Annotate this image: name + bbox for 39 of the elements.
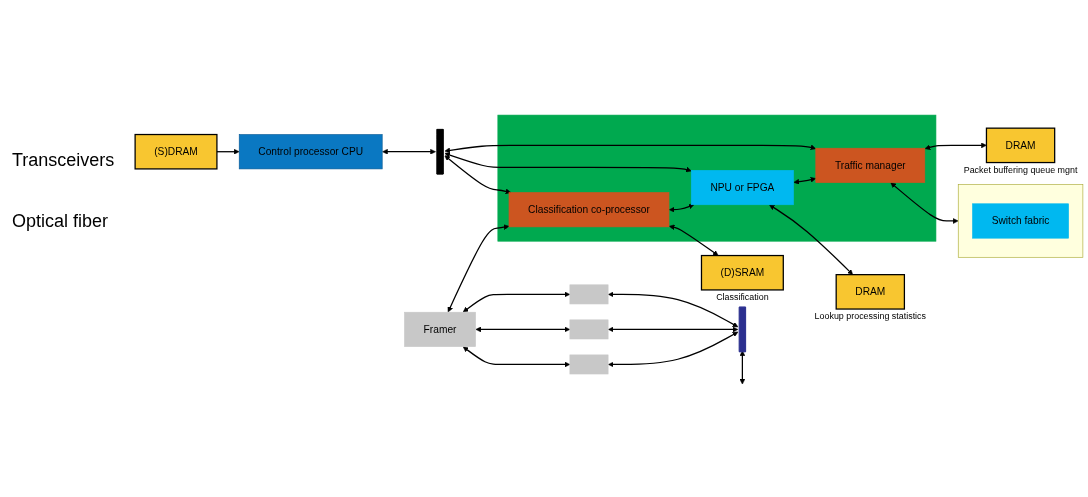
- memory-caption: Lookup processing statistics: [814, 311, 926, 322]
- arrow: [444, 152, 692, 173]
- node-box: Framer: [404, 312, 476, 348]
- arrow: [475, 326, 571, 333]
- node-box: Traffic manager: [815, 148, 926, 184]
- arrow: [669, 203, 695, 213]
- memory-caption: Classification: [716, 292, 769, 303]
- arrow: [382, 149, 436, 155]
- node-box: [569, 354, 609, 375]
- node-box: NPU or FPGA: [690, 170, 794, 206]
- node-box: Control processor CPU: [238, 134, 383, 170]
- arrow: [444, 155, 512, 195]
- arrow: [793, 177, 817, 185]
- arrow: [216, 149, 240, 155]
- node-box: Switch fabric: [972, 203, 1069, 239]
- arrow: [608, 326, 739, 333]
- arrow: [462, 346, 571, 368]
- node-box: (S)DRAM: [134, 134, 218, 170]
- arrow: [739, 350, 746, 385]
- side-label: Optical fiber: [12, 211, 110, 232]
- cluster: [957, 184, 1084, 258]
- node-box: [569, 284, 609, 305]
- arrow: [608, 331, 739, 368]
- node-box: Classification co-processor: [508, 192, 670, 228]
- arrow: [769, 204, 854, 276]
- arrow: [444, 144, 817, 154]
- arrow: [608, 291, 739, 328]
- side-label: Transceivers: [12, 150, 116, 171]
- cluster: [497, 114, 937, 242]
- arrow: [447, 224, 510, 313]
- arrow: [462, 291, 571, 313]
- arrow: [924, 142, 987, 150]
- arrow: [890, 182, 959, 224]
- node-box: [569, 319, 609, 340]
- arrow: [669, 224, 719, 256]
- memory-caption: Packet buffering queue mgnt: [963, 164, 1078, 175]
- node-box: (D)SRAM: [700, 255, 784, 291]
- node-box: DRAM: [835, 274, 906, 310]
- node-box: DRAM: [985, 127, 1056, 164]
